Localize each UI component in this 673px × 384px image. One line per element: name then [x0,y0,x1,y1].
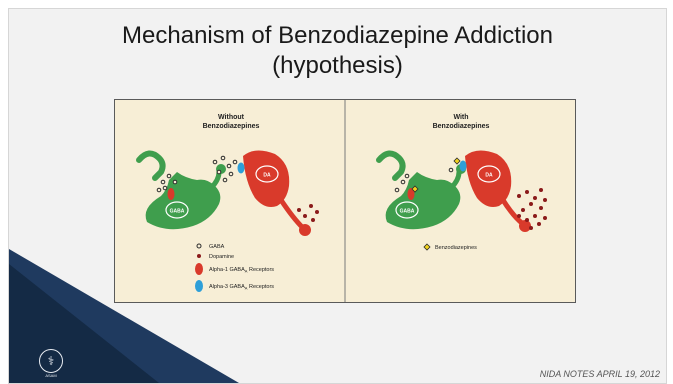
asam-seal-icon: ⚕ [39,349,63,373]
legend-benzo-label: Benzodiazepines [435,245,477,251]
legend-alpha1-swatch [195,263,203,275]
left-gaba-nucleus [165,201,189,219]
slide: Mechanism of Benzodiazepine Addiction (h… [8,8,667,384]
legend-dopamine-swatch [197,254,201,258]
left-heading-line-2: Benzodiazepines [203,123,260,130]
left-alpha1-receptor [167,188,175,200]
left-gaba-label: GABA [170,209,185,215]
legend-alpha3-swatch [195,280,203,292]
left-gaba-molecules [156,155,238,193]
title-line-1: Mechanism of Benzodiazepine Addiction [122,22,553,49]
right-da-nucleus [477,165,501,183]
title-line-2: (hypothesis) [272,52,403,79]
right-benzo-molecules [411,157,461,193]
legend-dopamine-label: Dopamine [209,254,234,260]
legend-benzo-swatch [423,243,431,251]
right-da-neuron [465,150,531,232]
left-alpha3-receptor [237,162,245,174]
legend-alpha1-label: Alpha-1 GABAA Receptors [209,267,274,274]
legend-gaba-label: GABA [209,244,225,250]
left-dopamine-molecules [297,204,319,222]
left-da-neuron [243,150,311,236]
slide-title: Mechanism of Benzodiazepine Addiction (h… [9,21,666,81]
left-da-nucleus [255,165,279,183]
mechanism-diagram: Without Benzodiazepines With Benzodiazep… [114,99,576,303]
right-alpha3-receptor [459,160,467,172]
right-gaba-nucleus [395,201,419,219]
legend: GABA Dopamine Alpha-1 GABAA Receptors Al… [195,243,274,292]
right-gaba-molecules [394,167,454,193]
seal-label: ASAM [45,373,57,378]
right-heading-line-1: With [453,114,468,121]
right-gaba-label: GABA [400,209,415,215]
right-gaba-neuron [376,150,466,230]
right-dopamine-molecules [517,188,547,230]
left-da-label: DA [263,173,271,179]
legend-alpha3-label: Alpha-3 GABAA Receptors [209,284,274,291]
left-gaba-neuron [136,150,226,230]
right-da-label: DA [485,173,493,179]
right-alpha1-receptor [407,188,415,200]
legend-gaba-swatch [196,243,202,249]
left-heading-line-1: Without [218,114,245,121]
right-heading-line-2: Benzodiazepines [433,123,490,130]
slide-footer: NIDA NOTES APRIL 19, 2012 [539,369,660,379]
diagram-svg: Without Benzodiazepines With Benzodiazep… [136,100,547,302]
